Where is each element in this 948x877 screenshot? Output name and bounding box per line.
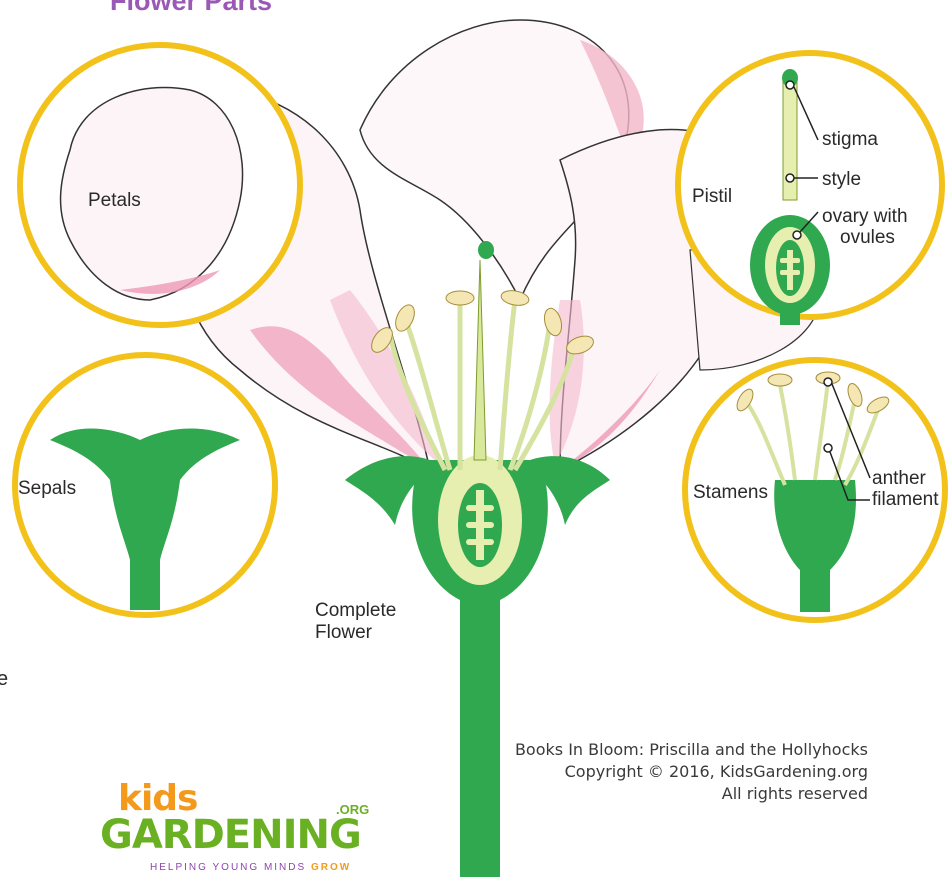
logo-tagline: HELPING YOUNG MINDS GROW: [150, 862, 351, 873]
style-label: style: [822, 169, 861, 190]
anther-label: anther: [872, 468, 926, 489]
complete-flower-label-line1: Complete: [315, 600, 396, 622]
stamens-label: Stamens: [693, 482, 768, 504]
pistil-style: [474, 260, 486, 460]
logo-tagline-grow: GROW: [311, 862, 351, 873]
pistil-stigma: [478, 241, 494, 259]
complete-flower-label-line2: Flower: [315, 622, 372, 644]
pistil-label: Pistil: [692, 186, 732, 208]
copyright-credit: Books In Bloom: Priscilla and the Hollyh…: [515, 739, 868, 805]
filament-label: filament: [872, 489, 939, 510]
petals-label: Petals: [88, 190, 141, 212]
ovary-label-line2: ovules: [840, 227, 895, 248]
stigma-label: stigma: [822, 129, 878, 150]
kidsgardening-logo: kids .ORG GARDENING HELPING YOUNG MINDS …: [100, 782, 370, 877]
logo-tagline-main: HELPING YOUNG MINDS: [150, 862, 311, 873]
credit-line-2: Copyright © 2016, KidsGardening.org: [515, 761, 868, 783]
ovary-label-line1: ovary with: [822, 206, 908, 227]
credit-line-3: All rights reserved: [515, 783, 868, 805]
credit-line-1: Books In Bloom: Priscilla and the Hollyh…: [515, 739, 868, 761]
sepals-label: Sepals: [18, 478, 76, 500]
stem: [460, 570, 500, 877]
logo-gardening-text: GARDENING: [100, 812, 361, 858]
cropped-text-fragment: e: [0, 668, 8, 691]
